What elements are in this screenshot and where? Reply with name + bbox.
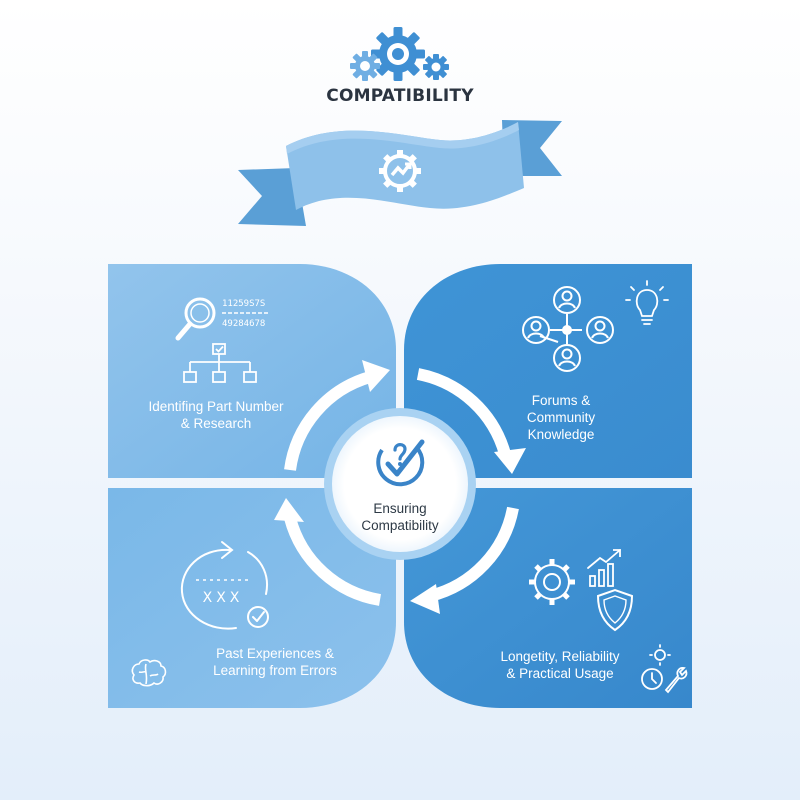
hierarchy-icon: [183, 343, 257, 383]
gear-icon: [529, 559, 575, 605]
arrowhead-top-left: [362, 360, 390, 392]
quadrant-top-right: [404, 264, 692, 478]
gear-sync-icon: [379, 150, 421, 192]
label-bottom-left: Past Experiences & Learning from Errors: [180, 645, 370, 679]
label-top-left: Identifing Part Number & Research: [116, 398, 316, 432]
people-network-icon: [522, 286, 614, 372]
cycle-arrow-bottom-left: [284, 516, 382, 606]
label-bottom-right-line-1: Longetity, Reliability: [500, 649, 620, 664]
arrowhead-bottom-right: [410, 584, 440, 614]
chart-up-icon: [587, 549, 621, 587]
center-label-line-2: Compatibility: [361, 518, 439, 533]
part-number-digits: 11259S7S 49284678: [222, 299, 268, 329]
label-top-right-line-1: Forums &: [531, 393, 591, 408]
arrowhead-top-right: [494, 448, 526, 474]
ribbon-banner: [238, 120, 562, 226]
label-bottom-right: Longetity, Reliability & Practical Usage: [470, 648, 650, 682]
center-label: Ensuring Compatibility: [330, 500, 470, 534]
check-badge-icon: [247, 606, 269, 628]
lightbulb-icon: [625, 280, 669, 325]
clock-wrench-icon: [641, 644, 688, 694]
label-bottom-left-line-2: Learning from Errors: [213, 663, 337, 678]
label-top-right: Forums & Community Knowledge: [486, 392, 636, 443]
arrowhead-bottom-left: [274, 498, 304, 522]
gears-icon: [350, 27, 449, 81]
cycle-arrow-top-left: [284, 371, 372, 471]
label-top-right-line-2: Community: [526, 410, 596, 425]
label-top-left-line-1: Identifing Part Number: [148, 399, 284, 414]
center-label-line-1: Ensuring: [373, 501, 427, 516]
label-top-left-line-2: & Research: [180, 416, 252, 431]
cycle-arrow-icon: [180, 541, 268, 630]
magnifier-icon: [175, 297, 216, 341]
digits-line-2: 49284678: [222, 319, 265, 329]
cycle-arrow-top-right: [416, 368, 511, 456]
error-marks: XXX: [196, 579, 250, 606]
label-bottom-right-line-2: & Practical Usage: [506, 666, 614, 681]
brain-icon: [131, 659, 167, 687]
cycle-arrow-bottom-right: [428, 506, 519, 602]
svg-text:XXX: XXX: [203, 590, 244, 606]
check-question-icon: [376, 439, 425, 487]
quadrant-bottom-left: [108, 488, 396, 708]
cycle-arrows: [284, 368, 519, 606]
shield-icon: [596, 588, 634, 632]
label-bottom-left-line-1: Past Experiences &: [216, 646, 334, 661]
page-title: COMPATIBILITY: [326, 86, 474, 106]
label-top-right-line-3: Knowledge: [527, 427, 595, 442]
digits-line-1: 11259S7S: [222, 299, 265, 309]
quadrant-top-left: [108, 264, 396, 478]
